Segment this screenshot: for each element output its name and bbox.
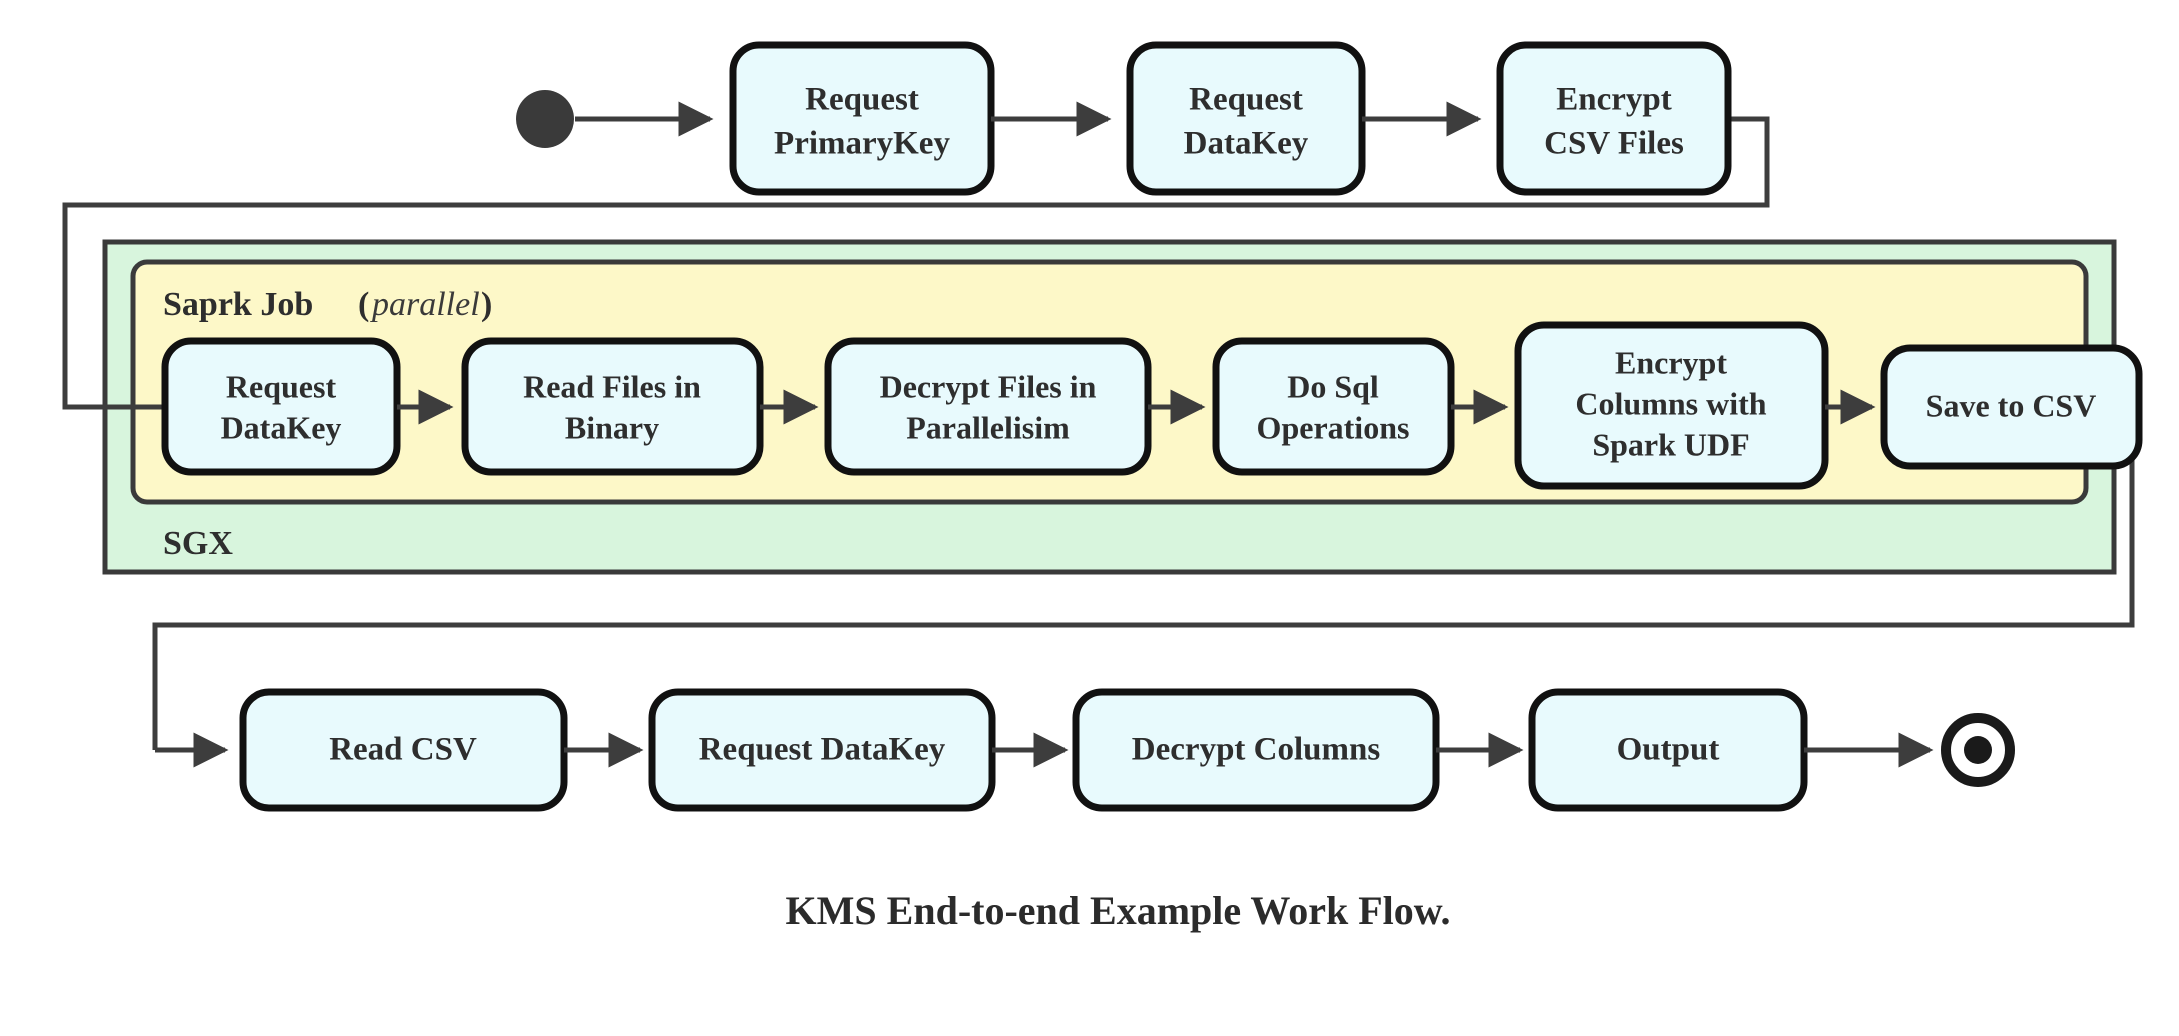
node-save-to-csv[interactable]: Save to CSV bbox=[1880, 344, 2143, 470]
node-read-files-in-binary-line1: Read Files in bbox=[523, 368, 701, 404]
node-do-sql-operations-shape[interactable] bbox=[1212, 337, 1455, 476]
node-read-csv[interactable]: Read CSV bbox=[239, 688, 568, 812]
node-do-sql-operations-line2: Operations bbox=[1257, 409, 1410, 445]
node-request-datakey-bottom[interactable]: Request DataKey bbox=[648, 688, 996, 812]
node-request-primarykey-shape[interactable] bbox=[729, 41, 995, 196]
node-read-files-in-binary-shape[interactable] bbox=[461, 337, 764, 476]
node-request-datakey-spark-line1: Request bbox=[226, 368, 337, 404]
group-spark-job-parallel: parallel bbox=[370, 286, 480, 323]
node-request-datakey-spark[interactable]: Request DataKey bbox=[161, 337, 401, 476]
node-request-primarykey-line1: Request bbox=[805, 82, 919, 118]
end-node bbox=[1941, 713, 2015, 787]
group-spark-job-paren-close: ) bbox=[481, 286, 492, 323]
node-decrypt-files-in-parallelisim-shape[interactable] bbox=[824, 337, 1152, 476]
node-encrypt-columns-with-spark-udf[interactable]: Encrypt Columns with Spark UDF bbox=[1514, 321, 1829, 490]
group-spark-job-paren-open: ( bbox=[358, 286, 369, 323]
node-output-line1: Output bbox=[1617, 732, 1720, 768]
node-read-csv-line1: Read CSV bbox=[329, 732, 477, 768]
group-spark-job-title: Saprk Job bbox=[163, 286, 313, 323]
node-encrypt-csv-files-line1: Encrypt bbox=[1556, 82, 1672, 118]
node-request-datakey-top[interactable]: Request DataKey bbox=[1126, 41, 1366, 196]
node-encrypt-csv-files-line2: CSV Files bbox=[1544, 126, 1684, 162]
node-save-to-csv-shape[interactable] bbox=[1880, 344, 2143, 470]
node-do-sql-operations-line1: Do Sql bbox=[1287, 368, 1379, 404]
group-sgx-title: SGX bbox=[163, 525, 233, 562]
node-request-primarykey[interactable]: Request PrimaryKey bbox=[729, 41, 995, 196]
node-decrypt-files-in-parallelisim-line1: Decrypt Files in bbox=[880, 368, 1097, 404]
diagram-caption: KMS End-to-end Example Work Flow. bbox=[786, 888, 1451, 933]
node-decrypt-files-in-parallelisim[interactable]: Decrypt Files in Parallelisim bbox=[824, 337, 1152, 476]
node-encrypt-csv-files[interactable]: Encrypt CSV Files bbox=[1496, 41, 1732, 196]
node-request-datakey-top-shape[interactable] bbox=[1126, 41, 1366, 196]
node-request-primarykey-line2: PrimaryKey bbox=[774, 126, 950, 162]
node-do-sql-operations[interactable]: Do Sql Operations bbox=[1212, 337, 1455, 476]
node-decrypt-columns-line1: Decrypt Columns bbox=[1132, 732, 1381, 768]
node-encrypt-columns-with-spark-udf-line2: Columns with bbox=[1575, 385, 1766, 421]
node-encrypt-columns-with-spark-udf-line1: Encrypt bbox=[1615, 344, 1727, 380]
node-encrypt-csv-files-shape[interactable] bbox=[1496, 41, 1732, 196]
node-decrypt-files-in-parallelisim-line2: Parallelisim bbox=[906, 409, 1070, 445]
node-request-datakey-spark-shape[interactable] bbox=[161, 337, 401, 476]
node-save-to-csv-line1: Save to CSV bbox=[1926, 387, 2097, 423]
node-output[interactable]: Output bbox=[1528, 688, 1808, 812]
node-request-datakey-bottom-line1: Request DataKey bbox=[699, 732, 946, 768]
start-node bbox=[516, 90, 574, 148]
node-decrypt-columns[interactable]: Decrypt Columns bbox=[1072, 688, 1440, 812]
node-request-datakey-spark-line2: DataKey bbox=[221, 409, 342, 445]
node-request-datakey-top-line1: Request bbox=[1189, 82, 1303, 118]
node-read-files-in-binary-line2: Binary bbox=[565, 409, 659, 445]
node-read-files-in-binary[interactable]: Read Files in Binary bbox=[461, 337, 764, 476]
node-request-datakey-top-line2: DataKey bbox=[1184, 126, 1309, 162]
node-encrypt-columns-with-spark-udf-line3: Spark UDF bbox=[1592, 426, 1749, 462]
